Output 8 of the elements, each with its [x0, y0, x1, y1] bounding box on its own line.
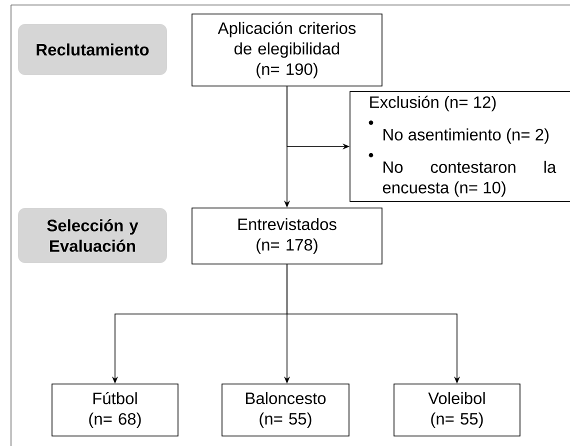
- process-box: Entrevistados (n= 178): [192, 208, 382, 264]
- process-box: Fútbol (n= 68): [52, 384, 178, 436]
- stage-label: Reclutamiento: [18, 24, 167, 75]
- process-box: Baloncesto (n= 55): [222, 384, 350, 436]
- stage-label: Selección y Evaluación: [18, 208, 167, 263]
- exclusion-box: Exclusión (n= 12) No asentimiento (n= 2) No contestaron la encuesta (n= 10): [350, 91, 570, 202]
- process-box: Aplicación criterios de elegibilidad (n= 190): [192, 14, 382, 86]
- process-box: Voleibol (n= 55): [394, 384, 520, 436]
